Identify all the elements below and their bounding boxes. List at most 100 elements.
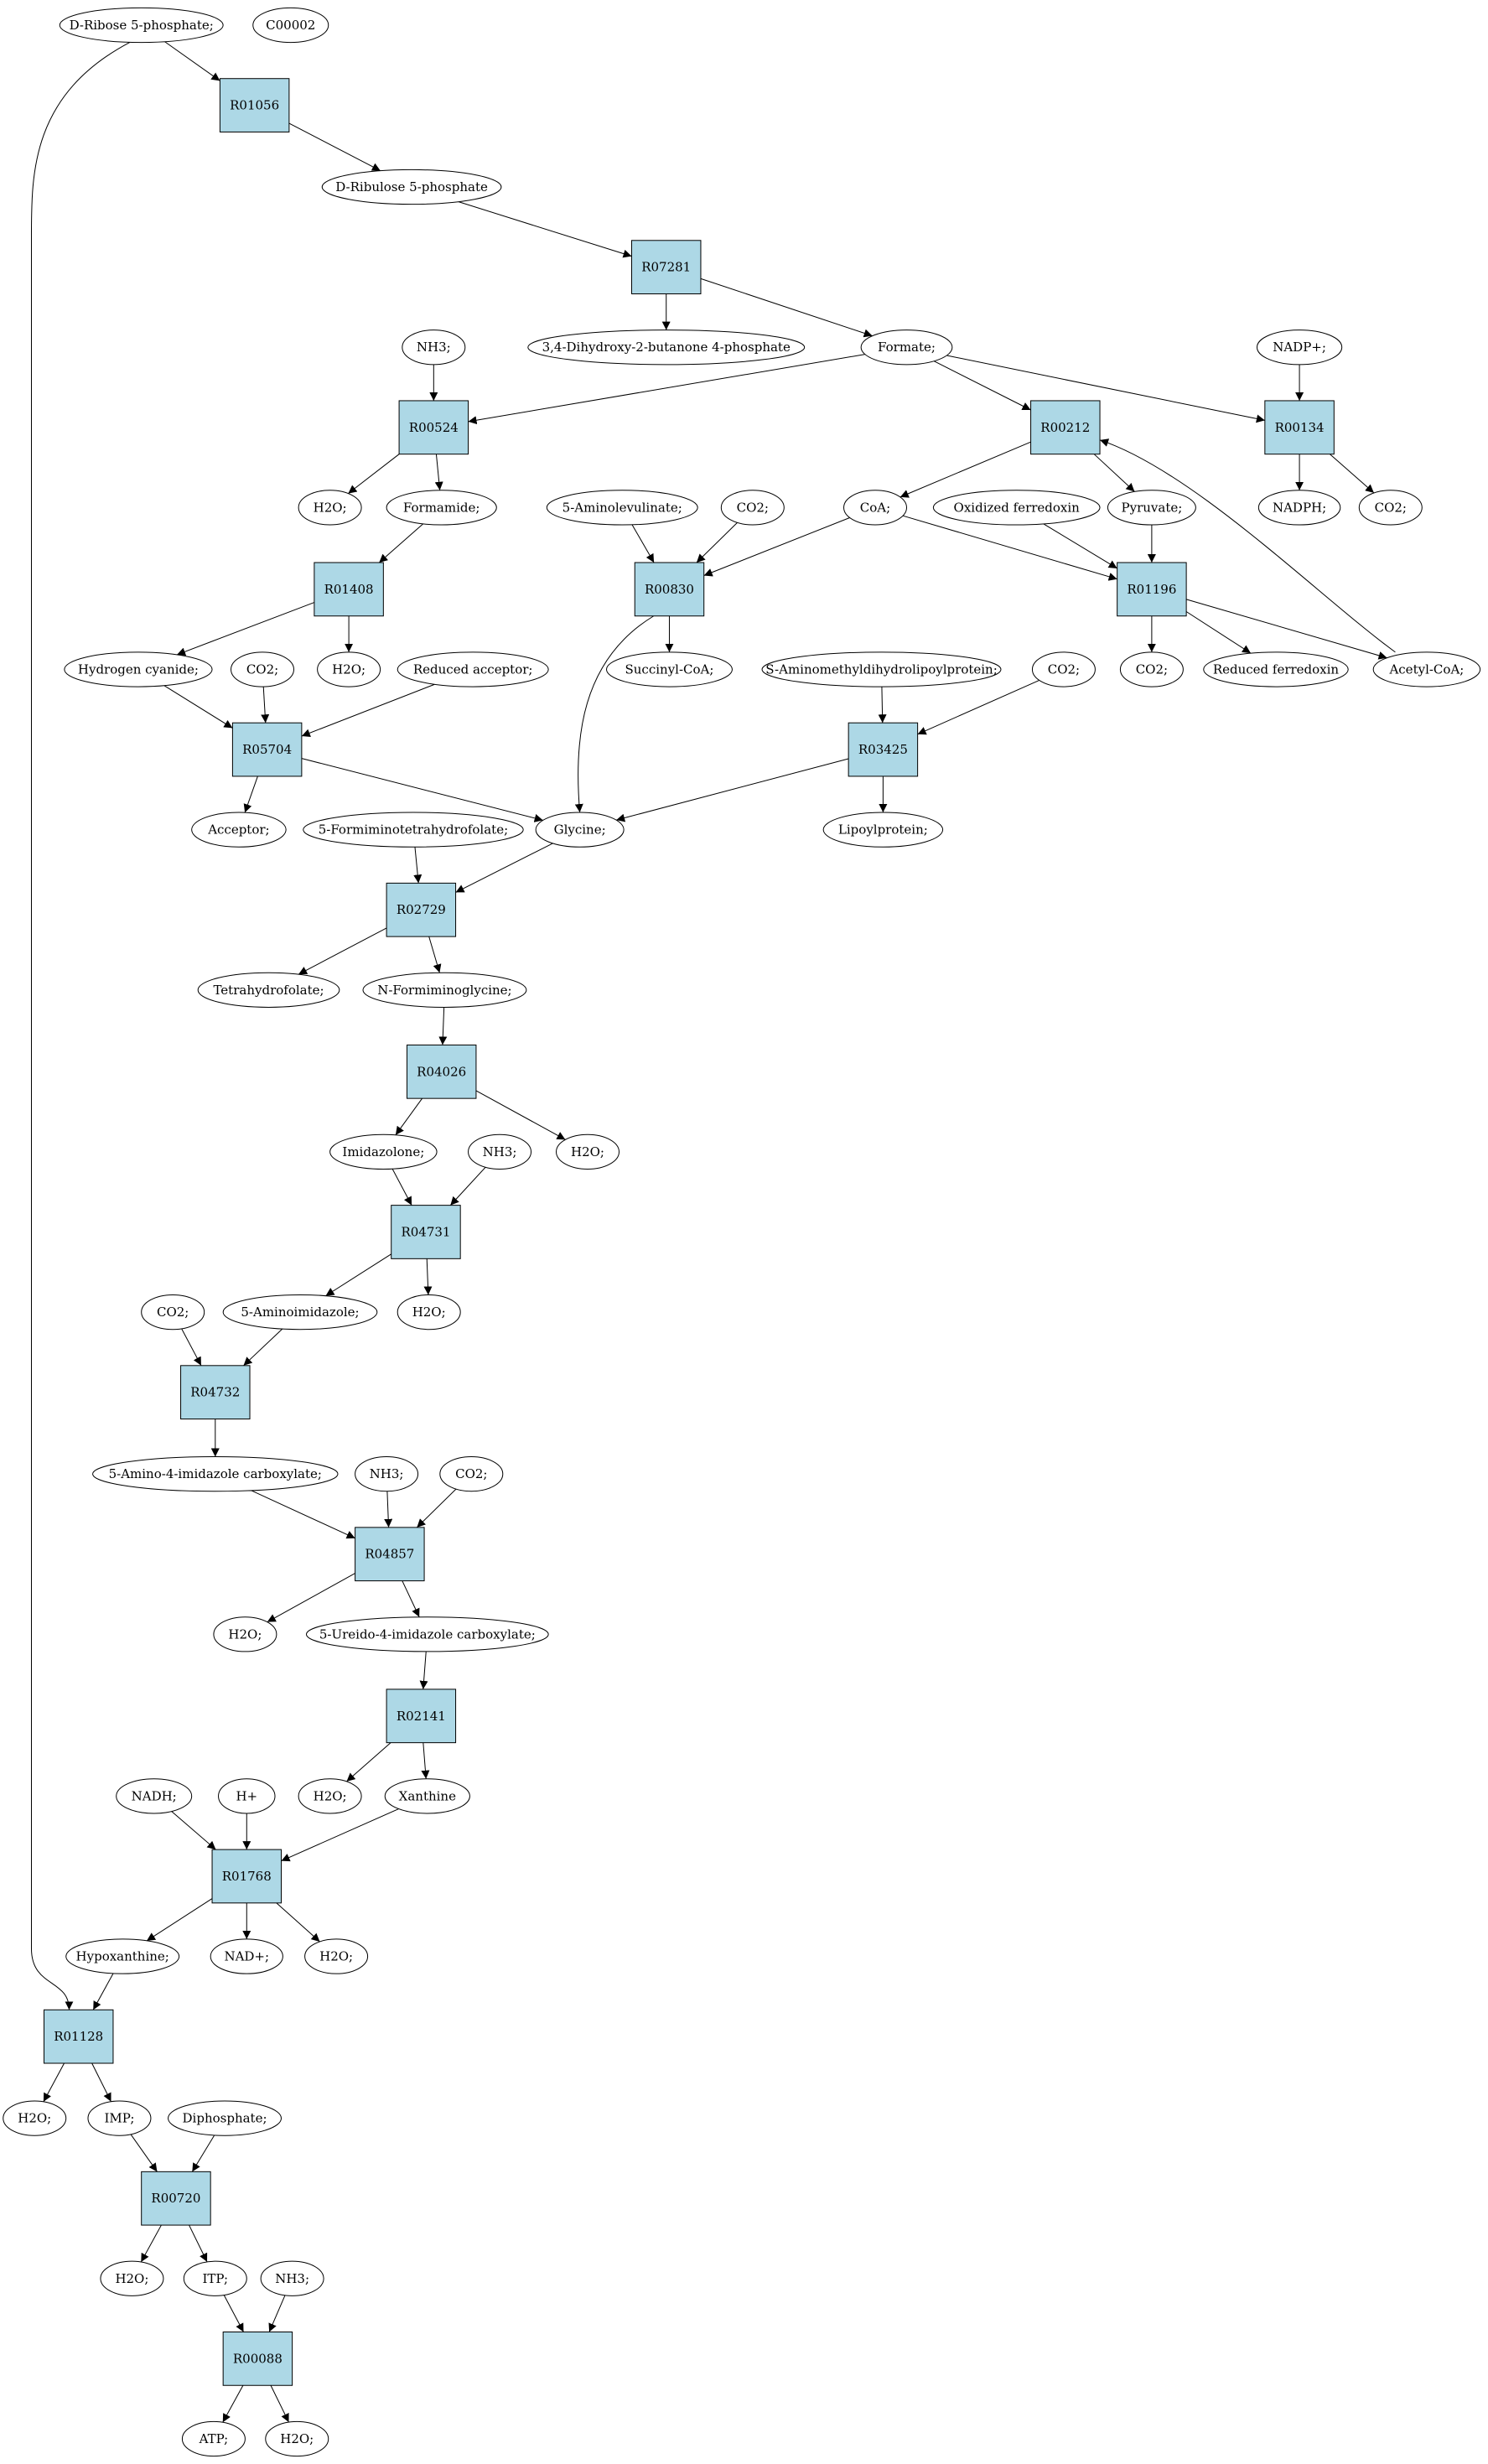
compound-ellipse	[222, 1294, 378, 1331]
reaction-node-r04732[interactable]: R04732	[180, 1365, 251, 1420]
compound-node-hydrogen-cyanide[interactable]: Hydrogen cyanide;	[64, 651, 213, 687]
compound-node-nadh[interactable]: NADH;	[116, 1778, 193, 1814]
compound-ellipse	[384, 1778, 470, 1814]
reaction-node-r04857[interactable]: R04857	[355, 1527, 425, 1582]
reaction-node-r00212[interactable]: R00212	[1030, 400, 1101, 455]
reaction-node-r02141[interactable]: R02141	[386, 1688, 457, 1744]
compound-node-atp[interactable]: ATP;	[181, 2420, 246, 2457]
reaction-node-r02729[interactable]: R02729	[386, 882, 457, 937]
compound-node-h2o[interactable]: H2O;	[3, 2100, 67, 2136]
compound-node-h2o[interactable]: H2O;	[298, 1778, 362, 1814]
compound-node-nh3[interactable]: NH3;	[402, 329, 466, 366]
node-label: R00524	[409, 420, 459, 435]
reaction-node-r01128[interactable]: R01128	[43, 2009, 114, 2064]
reaction-node-r04026[interactable]: R04026	[406, 1044, 477, 1099]
compound-node-d-ribulose-5-phosphate[interactable]: D-Ribulose 5-phosphate	[321, 169, 502, 205]
compound-node-pyruvate[interactable]: Pyruvate;	[1107, 490, 1196, 526]
edge-hypoxanthine-to-r01128	[92, 1973, 114, 2010]
compound-node-co2[interactable]: CO2;	[439, 1456, 504, 1492]
reaction-node-r03425[interactable]: R03425	[848, 722, 919, 777]
edge-formamide-to-r01408	[378, 523, 423, 563]
compound-ellipse	[397, 1294, 461, 1331]
compound-node-nadph[interactable]: NADPH;	[1257, 490, 1341, 526]
compound-ellipse	[1256, 329, 1343, 366]
reaction-node-r05704[interactable]: R05704	[231, 722, 303, 777]
compound-node-c00002[interactable]: C00002	[252, 7, 329, 44]
compound-node-n-formiminoglycine[interactable]: N-Formiminoglycine;	[362, 972, 527, 1008]
compound-node-imidazolone[interactable]: Imidazolone;	[329, 1133, 438, 1170]
compound-node-5-aminolevulinate[interactable]: 5-Aminolevulinate;	[546, 490, 698, 526]
compound-ellipse	[329, 1133, 438, 1170]
compound-node-hypoxanthine[interactable]: Hypoxanthine;	[65, 1938, 180, 1974]
compound-node-xanthine[interactable]: Xanthine	[384, 1778, 470, 1814]
compound-node-h2o[interactable]: H2O;	[265, 2420, 329, 2457]
reaction-node-r01768[interactable]: R01768	[211, 1849, 283, 1904]
compound-node-diphosphate[interactable]: Diphosphate;	[168, 2100, 283, 2136]
edge-r01768-to-hypoxanthine	[146, 1898, 213, 1942]
reaction-node-r01056[interactable]: R01056	[219, 78, 290, 132]
compound-node-d-ribose-5-phosphate[interactable]: D-Ribose 5-phosphate;	[59, 7, 224, 44]
compound-node-formamide[interactable]: Formamide;	[386, 490, 497, 526]
node-label: H2O;	[332, 661, 366, 677]
compound-node-lipoylprotein[interactable]: Lipoylprotein;	[822, 812, 944, 848]
compound-node-h[interactable]: H+	[218, 1778, 276, 1814]
reaction-node-r00088[interactable]: R00088	[222, 2332, 293, 2386]
reaction-node-r00720[interactable]: R00720	[141, 2171, 211, 2226]
compound-node-s-aminomethyldihydrolipoylprotein[interactable]: S-Aminomethyldihydrolipoylprotein;	[761, 651, 1002, 687]
compound-node-3-4-dihydroxy-2-butanone-4-phosphate[interactable]: 3,4-Dihydroxy-2-butanone 4-phosphate	[527, 329, 806, 366]
compound-node-nadp[interactable]: NADP+;	[1256, 329, 1343, 366]
compound-node-reduced-ferredoxin[interactable]: Reduced ferredoxin	[1203, 651, 1349, 687]
edge-r04857-to-h2o	[267, 1573, 355, 1623]
compound-node-imp[interactable]: IMP;	[87, 2100, 152, 2136]
compound-node-5-aminoimidazole[interactable]: 5-Aminoimidazole;	[222, 1294, 378, 1331]
compound-ellipse	[761, 651, 1002, 687]
compound-node-co2[interactable]: CO2;	[720, 490, 785, 526]
compound-node-nh3[interactable]: NH3;	[468, 1133, 532, 1170]
compound-node-coa[interactable]: CoA;	[843, 490, 907, 526]
reaction-box	[398, 400, 469, 455]
compound-node-oxidized-ferredoxin[interactable]: Oxidized ferredoxin	[932, 490, 1101, 526]
compound-node-glycine[interactable]: Glycine;	[535, 812, 625, 848]
edge-r05704-to-glycine	[301, 758, 543, 822]
compound-node-acceptor[interactable]: Acceptor;	[191, 812, 287, 848]
compound-node-h2o[interactable]: H2O;	[298, 490, 362, 526]
reaction-node-r00134[interactable]: R00134	[1264, 400, 1335, 455]
reaction-node-r01196[interactable]: R01196	[1117, 562, 1187, 617]
compound-ellipse	[181, 2420, 246, 2457]
compound-node-nad[interactable]: NAD+;	[210, 1938, 283, 1974]
compound-node-5-ureido-4-imidazole-carboxylate[interactable]: 5-Ureido-4-imidazole carboxylate;	[305, 1616, 549, 1652]
compound-node-5-amino-4-imidazole-carboxylate[interactable]: 5-Amino-4-imidazole carboxylate;	[92, 1456, 339, 1492]
reaction-node-r01408[interactable]: R01408	[314, 562, 384, 617]
compound-node-h2o[interactable]: H2O;	[397, 1294, 461, 1331]
compound-node-co2[interactable]: CO2;	[231, 651, 295, 687]
reaction-node-r00524[interactable]: R00524	[398, 400, 469, 455]
compound-node-h2o[interactable]: H2O;	[304, 1938, 369, 1974]
compound-node-succinyl-coa[interactable]: Succinyl-CoA;	[605, 651, 733, 687]
compound-node-acetyl-coa[interactable]: Acetyl-CoA;	[1372, 651, 1481, 687]
compound-ellipse	[362, 972, 527, 1008]
edge-oxidized-ferredoxin-to-r01196	[1043, 523, 1117, 569]
reaction-node-r07281[interactable]: R07281	[630, 240, 702, 295]
compound-node-h2o[interactable]: H2O;	[556, 1133, 620, 1170]
compound-node-h2o[interactable]: H2O;	[317, 651, 381, 687]
compound-node-nh3[interactable]: NH3;	[260, 2260, 324, 2296]
compound-node-h2o[interactable]: H2O;	[213, 1616, 277, 1652]
reaction-box	[219, 78, 290, 132]
compound-node-co2[interactable]: CO2;	[1119, 651, 1184, 687]
edge-r01056-to-d-ribulose-5-phosphate	[288, 122, 381, 172]
compound-node-nh3[interactable]: NH3;	[355, 1456, 419, 1492]
edge-coa-to-r00830	[703, 517, 850, 577]
compound-ellipse	[231, 651, 295, 687]
compound-node-tetrahydrofolate[interactable]: Tetrahydrofolate;	[197, 972, 340, 1008]
compound-node-co2[interactable]: CO2;	[1358, 490, 1423, 526]
compound-node-co2[interactable]: CO2;	[141, 1294, 205, 1331]
compound-node-formate[interactable]: Formate;	[860, 329, 953, 366]
compound-node-co2[interactable]: CO2;	[1031, 651, 1096, 687]
compound-node-reduced-acceptor[interactable]: Reduced acceptor;	[397, 651, 549, 687]
reaction-node-r04731[interactable]: R04731	[391, 1205, 461, 1259]
compound-node-itp[interactable]: ITP;	[183, 2260, 247, 2296]
compound-node-h2o[interactable]: H2O;	[100, 2260, 164, 2296]
reaction-node-r00830[interactable]: R00830	[634, 562, 705, 617]
compound-node-5-formiminotetrahydrofolate[interactable]: 5-Formiminotetrahydrofolate;	[303, 812, 524, 848]
